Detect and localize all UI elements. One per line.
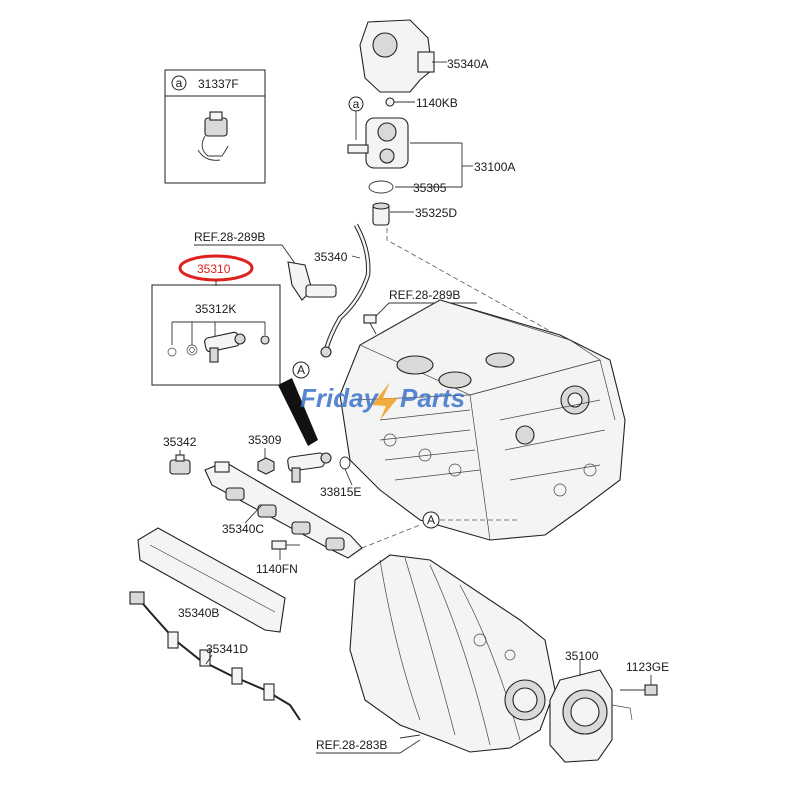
- leader-33100A: [395, 142, 473, 188]
- label-35340A: 35340A: [447, 57, 488, 71]
- label-1140KB: 1140KB: [416, 96, 458, 110]
- o-ring-35305: [368, 180, 394, 194]
- label-31337F: 31337F: [198, 77, 239, 91]
- throttle-body-35100: [549, 669, 633, 763]
- label-35312K: 35312K: [195, 302, 236, 316]
- tappet-35325D: [372, 202, 414, 226]
- high-pressure-pump-33100A: [347, 117, 409, 169]
- pump-bracket: [287, 261, 337, 301]
- bolt-ref-289b: [363, 314, 377, 335]
- svg-text:Friday: Friday: [300, 383, 380, 413]
- dash-rail-to-A: [361, 524, 421, 549]
- label-33815E: 33815E: [320, 485, 361, 499]
- pointer-band: [278, 378, 318, 446]
- bolt-35309: [257, 457, 275, 475]
- label-33100A: 33100A: [474, 160, 515, 174]
- label-35309: 35309: [248, 433, 282, 447]
- inset-marker: a: [176, 76, 183, 90]
- injector-icon: [204, 331, 246, 363]
- label-35310: 35310: [197, 262, 231, 276]
- label-35305: 35305: [413, 181, 447, 195]
- inset-31337F: a 31337F: [164, 69, 266, 184]
- injector-installed: [287, 452, 332, 483]
- label-35340B: 35340B: [178, 606, 219, 620]
- watermark-logo: Friday Parts: [300, 382, 465, 420]
- o-ring-33815E: [339, 456, 351, 470]
- svg-text:A: A: [427, 513, 435, 527]
- label-35342: 35342: [163, 435, 197, 449]
- svg-text:A: A: [297, 363, 305, 377]
- svg-text:a: a: [353, 97, 360, 111]
- label-1140FN: 1140FN: [256, 562, 298, 576]
- intake-manifold: [349, 554, 556, 753]
- pressure-sensor-35342: [169, 454, 191, 475]
- label-35100: 35100: [565, 649, 599, 663]
- label-ref-289b-right: REF.28-289B: [389, 288, 460, 302]
- injector-kit-box: 35312K: [151, 284, 281, 386]
- marker-A-left: A: [292, 361, 310, 379]
- wiring-harness-35341D: [129, 591, 301, 721]
- bolt-1123GE: [620, 675, 658, 696]
- label-1123GE: 1123GE: [626, 660, 669, 674]
- label-35341D: 35341D: [206, 642, 248, 656]
- bolt-1140FN: [271, 540, 300, 560]
- label-35325D: 35325D: [415, 206, 457, 220]
- marker-a-top: a: [348, 96, 364, 140]
- marker-A-right: A: [422, 511, 440, 529]
- fuel-rail-35340C: [204, 461, 363, 559]
- bolt-1140KB: [385, 97, 415, 107]
- label-35340: 35340: [314, 250, 348, 264]
- label-ref-283b: REF.28-283B: [316, 738, 387, 752]
- rail-cover-35340B: [137, 527, 286, 633]
- cylinder-head: [339, 299, 626, 541]
- connector-clip-icon: [197, 111, 229, 161]
- svg-text:Parts: Parts: [400, 383, 465, 413]
- label-35340C: 35340C: [222, 522, 264, 536]
- pump-housing-35340A: [359, 19, 447, 93]
- label-ref-289b-top: REF.28-289B: [194, 230, 265, 244]
- bolt-logo-icon: [372, 382, 398, 420]
